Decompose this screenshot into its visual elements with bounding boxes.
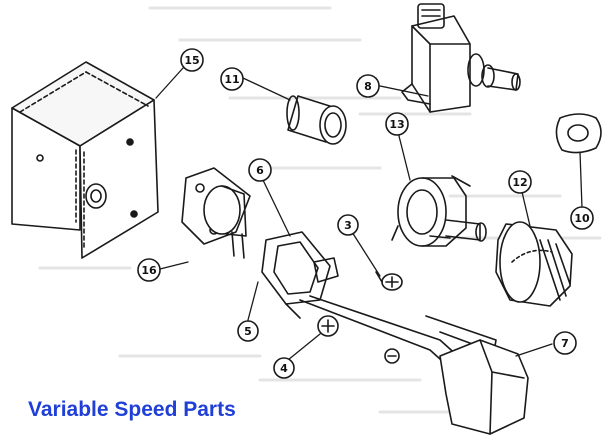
callout-circle [508, 170, 532, 194]
callout-number: 16 [141, 264, 157, 277]
callout-11: 11 [220, 67, 244, 91]
thermostat-part-16 [181, 167, 251, 259]
callout-15: 15 [180, 48, 204, 72]
clip-part-10 [555, 113, 602, 154]
screws-part-4 [317, 315, 400, 364]
callout-number: 12 [512, 176, 527, 189]
callout-circle [220, 67, 244, 91]
slide-handle-part-7 [299, 295, 529, 435]
callout-number: 13 [389, 118, 404, 131]
callout-circle [356, 74, 380, 98]
callout-16: 16 [137, 258, 161, 282]
callout-number: 10 [574, 212, 590, 225]
bracket-part-15 [11, 61, 159, 259]
callout-10: 10 [570, 206, 594, 230]
terminal-connector-part-6 [261, 231, 339, 319]
callout-7: 7 [553, 331, 577, 355]
callout-circle [137, 258, 161, 282]
callout-4: 4 [273, 357, 295, 379]
screw-part-3 [375, 271, 403, 291]
knob-part-12 [495, 221, 573, 307]
callout-8: 8 [356, 74, 380, 98]
callout-number: 5 [244, 325, 252, 338]
callout-3: 3 [337, 214, 359, 236]
background-texture [38, 6, 602, 414]
callout-number: 7 [561, 337, 569, 350]
callout-circle [337, 214, 359, 236]
callout-circle [180, 48, 204, 72]
toggle-switch-part-8 [401, 3, 521, 113]
callout-circle [385, 112, 409, 136]
callout-13: 13 [385, 112, 409, 136]
lamp-part-11 [286, 95, 347, 145]
callout-5: 5 [237, 320, 259, 342]
callout-12: 12 [508, 170, 532, 194]
callout-number: 4 [280, 362, 288, 375]
leader-lines [155, 67, 583, 361]
callout-circle [553, 331, 577, 355]
callout-circle [273, 357, 295, 379]
callout-circle [248, 158, 272, 182]
callout-circle [237, 320, 259, 342]
callout-number: 3 [344, 219, 352, 232]
diagram-caption: Variable Speed Parts [28, 398, 236, 421]
potentiometer-part-13 [391, 175, 487, 247]
callout-circle [570, 206, 594, 230]
callout-number: 6 [256, 164, 264, 177]
callout-6: 6 [248, 158, 272, 182]
callout-number: 11 [224, 73, 239, 86]
callout-number: 8 [364, 80, 372, 93]
callout-number: 15 [184, 54, 199, 67]
